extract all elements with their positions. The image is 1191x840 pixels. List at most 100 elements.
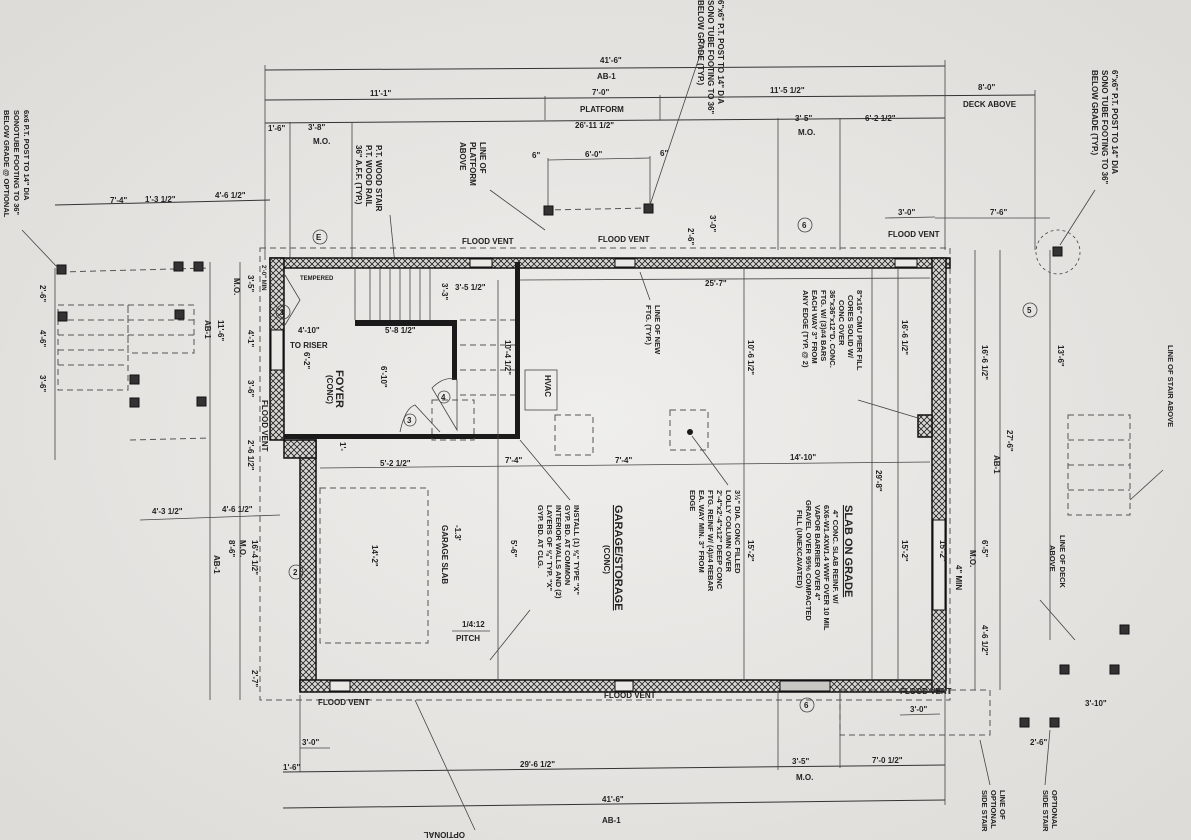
dim-left-v2: 4'-6" <box>38 330 47 347</box>
room-garage-sub: (CONC) <box>602 545 611 574</box>
dim-garage-d: 14'-10" <box>790 453 816 462</box>
dim-right-b: 7'-6" <box>990 208 1007 217</box>
dim-left-overall: 11'-6" <box>216 320 225 341</box>
svg-text:INSTALL (1) ⅝" TYPE "X": INSTALL (1) ⅝" TYPE "X" <box>572 505 581 595</box>
dim-left-bot-a: 4'-3 1/2" <box>152 507 183 516</box>
dim-closet-height: 6'-10" <box>379 366 388 388</box>
dim-left-v1: 2'-6" <box>38 285 47 302</box>
dim-slab-length: 14'-2" <box>370 545 379 567</box>
flood-vent-label: FLOOD VENT <box>318 698 370 707</box>
dim-left-top-c: 4'-6 1/2" <box>215 191 246 200</box>
note-bottom-cut: OPTIONAL <box>424 830 465 839</box>
left-stair-treads <box>57 304 195 391</box>
dim-right-ab: AB-1 <box>992 455 1001 474</box>
svg-text:FTG. REINF W/ (4)#4 REBAR: FTG. REINF W/ (4)#4 REBAR <box>706 490 715 592</box>
dim-garage-e: 5'-6" <box>509 540 518 557</box>
room-garage: GARAGE/STORAGE <box>612 505 624 611</box>
dim-right-r3: 27'-6" <box>1005 430 1014 452</box>
note-deck-above: LINE OF DECK ABOVE <box>1039 535 1076 641</box>
note-install-gyp: INSTALL (1) ⅝" TYPE "X" GYP. BD. AT COMM… <box>489 439 581 661</box>
garage-slab-outline <box>319 487 429 644</box>
dim-left-ab2: AB-1 <box>212 555 221 574</box>
svg-text:GYP. BD. AT CLG.: GYP. BD. AT CLG. <box>536 505 545 568</box>
dim-overall-top-ref: AB-1 <box>597 72 616 81</box>
svg-text:3½" DIA. CONC FILLED: 3½" DIA. CONC FILLED <box>733 490 742 574</box>
svg-text:LINE OF NEW: LINE OF NEW <box>653 305 662 355</box>
svg-text:LINE OF: LINE OF <box>998 790 1007 820</box>
dim-bottom-c: 3'-5" <box>792 757 809 766</box>
dim-bottom-stair-c: 2'-6" <box>1030 738 1047 747</box>
svg-text:BELOW GRADE (TYP.): BELOW GRADE (TYP.) <box>1090 70 1099 156</box>
dim-left-v3: 3'-6" <box>38 375 47 392</box>
note-line-of-platform: LINE OF PLATFORM ABOVE <box>458 142 546 231</box>
dim-foyer-height: 6'-2" <box>302 352 311 369</box>
svg-text:GYP. BD. AT COMMON: GYP. BD. AT COMMON <box>563 505 572 585</box>
svg-text:CONC OVER: CONC OVER <box>837 300 846 346</box>
dim-stair-h: 3'-5 1/2" <box>455 283 486 292</box>
dim-left-bot-b: 4'-6 1/2" <box>222 505 253 514</box>
dim-right-r5: 4'-6 1/2" <box>980 625 989 656</box>
svg-text:SONOTUBE FOOTING TO 36": SONOTUBE FOOTING TO 36" <box>12 110 21 216</box>
svg-text:4" CONC. SLAB REINF. W/: 4" CONC. SLAB REINF. W/ <box>831 510 840 604</box>
svg-text:SIDE STAIR: SIDE STAIR <box>980 790 989 832</box>
optional-side-stair <box>839 689 991 736</box>
post-footing <box>196 396 207 407</box>
label-hvac: HVAC <box>543 375 552 397</box>
dim-left-seg-c: 3'-6" <box>246 380 255 397</box>
svg-text:EDGE: EDGE <box>688 490 697 511</box>
dim-height: 16'-6 1/2" <box>900 320 909 355</box>
svg-text:LINE OF STAIR ABOVE: LINE OF STAIR ABOVE <box>1166 345 1175 427</box>
dim-bottom-vent: 3'-0" <box>302 738 319 747</box>
note-wood-stair: P.T. WOOD STAIR P.T. WOOD RAIL 36" A.F.F… <box>354 145 396 266</box>
dim-left-garage-h: 8'-6" <box>227 540 236 557</box>
door-tag-3: 3 <box>407 416 412 425</box>
elevation-tag-right: 5 <box>1027 306 1032 315</box>
post-footing <box>1119 624 1130 635</box>
dim-top-e: 6'-2 1/2" <box>865 114 896 123</box>
room-foyer-sub: (CONC) <box>325 375 334 404</box>
svg-text:6"x6" P.T. POST TO 14" DIA: 6"x6" P.T. POST TO 14" DIA <box>716 0 725 104</box>
svg-text:6"x6" P.T. POST TO 14" DIA: 6"x6" P.T. POST TO 14" DIA <box>1110 70 1119 174</box>
dim-height: 29'-8" <box>874 470 883 492</box>
note-optional-side-stair-line: LINE OF OPTIONAL SIDE STAIR <box>979 739 1007 832</box>
post-footing <box>57 311 68 322</box>
dim-post-offset: 6" <box>660 149 668 158</box>
lolly-column <box>687 429 693 435</box>
post-footing <box>1019 717 1030 728</box>
dim-top-d: 3'-5" <box>795 114 812 123</box>
post-footing <box>56 264 67 275</box>
svg-text:OPTIONAL: OPTIONAL <box>989 790 998 829</box>
post-footing <box>1059 664 1070 675</box>
footing-circle <box>1035 229 1081 275</box>
dim-right-r2: 13'-6" <box>1056 345 1065 367</box>
svg-text:LAYERS OF ⅝" TYP. "X": LAYERS OF ⅝" TYP. "X" <box>545 505 554 592</box>
svg-text:6x6 P.T. POST TO 14" DIA: 6x6 P.T. POST TO 14" DIA <box>22 110 31 201</box>
svg-text:6X6-W1.4XW1.4 WWF OVER 10 MIL: 6X6-W1.4XW1.4 WWF OVER 10 MIL <box>822 505 831 631</box>
dim-stair-width: 5'-8 1/2" <box>385 326 416 335</box>
dim-bottom-stair: 3'-0" <box>910 705 927 714</box>
door-swing <box>431 378 458 432</box>
dim-platform: 7'-0" <box>592 88 609 97</box>
svg-text:LINE OF: LINE OF <box>478 142 487 174</box>
room-labels: FOYER (CONC) GARAGE/STORAGE (CONC) HVAC … <box>300 276 624 643</box>
dim-garage-b: 7'-4" <box>505 456 522 465</box>
dim-height: 10'-6 1/2" <box>746 340 755 375</box>
dim-left-mo: M.O. <box>232 278 241 295</box>
svg-text:BELOW GRADE @ OPTIONAL: BELOW GRADE @ OPTIONAL <box>2 110 11 218</box>
dim-height: 15'-2" <box>900 540 909 562</box>
right-deck-stair: 16'-6 1/2" 13'-6" 27'-6" AB-1 6'-5" M.O.… <box>839 250 1175 832</box>
svg-text:INTERIOR WALLS AND (2): INTERIOR WALLS AND (2) <box>554 505 563 599</box>
dim-right-r1: 16'-6 1/2" <box>980 345 989 380</box>
note-stair-above: LINE OF STAIR ABOVE <box>1129 345 1175 501</box>
dim-top-seg3: 11'-5 1/2" <box>770 86 805 95</box>
door-tag-4: 4 <box>441 393 446 402</box>
svg-text:SLAB ON GRADE: SLAB ON GRADE <box>842 505 854 597</box>
elevation-tag-bottom: 6 <box>804 701 809 710</box>
flood-vent-label: FLOOD VENT <box>462 237 514 246</box>
flood-vent-label: FLOOD VENT <box>604 691 656 700</box>
flood-vent-label: FLOOD VENT <box>888 230 940 239</box>
flood-vents: FLOOD VENT FLOOD VENT FLOOD VENT FLOOD V… <box>260 230 952 707</box>
dim-garage-c: 7'-4" <box>615 456 632 465</box>
